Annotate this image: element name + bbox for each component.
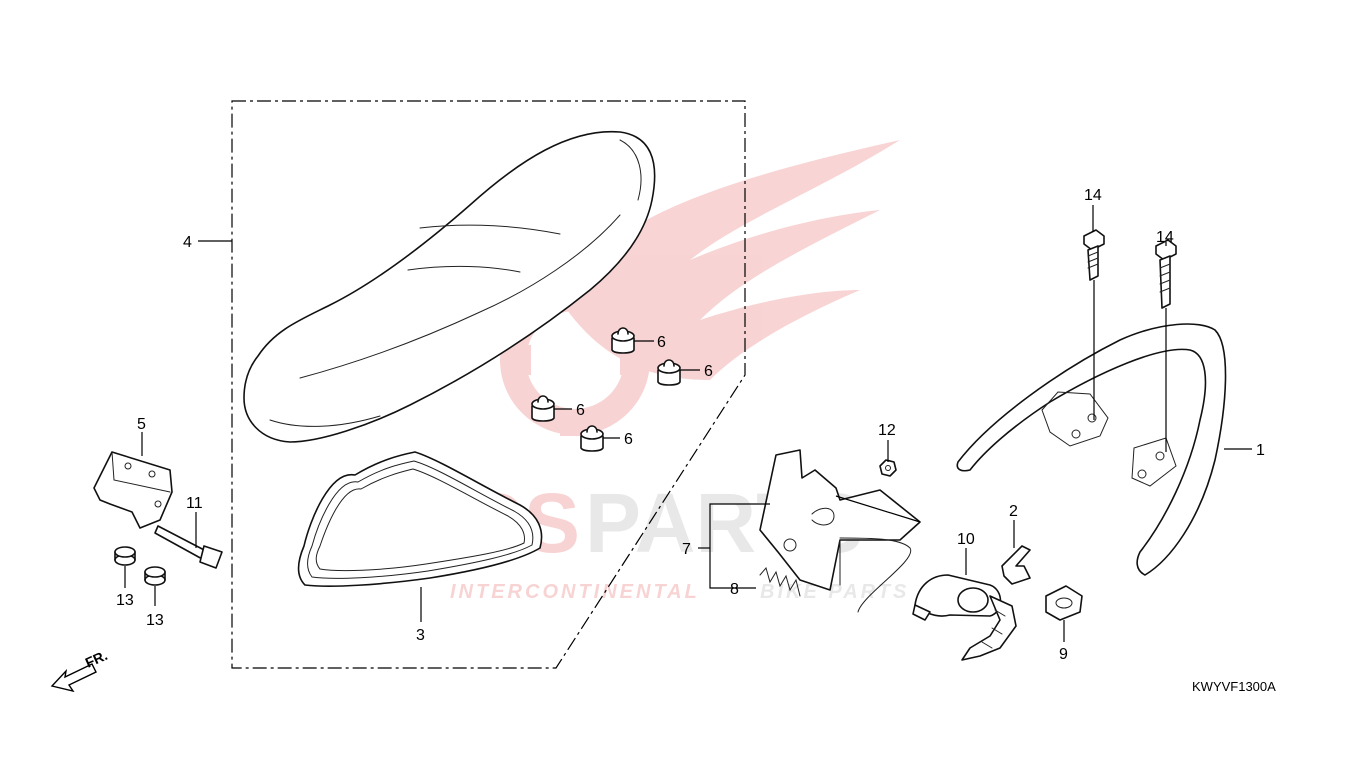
callout-9: 9: [1059, 646, 1068, 663]
seat-gasket[interactable]: [297, 451, 543, 587]
callout-11: 11: [186, 495, 203, 512]
callout-7: 7: [682, 541, 691, 558]
lock-cover[interactable]: [1045, 585, 1083, 621]
rail-bolt-2[interactable]: [1155, 239, 1177, 309]
watermark-tagline-right: BIKE PARTS: [760, 581, 909, 603]
callout-8: 8: [730, 581, 739, 598]
hinge-bolt[interactable]: [154, 525, 223, 569]
callout-4: 4: [183, 234, 192, 251]
lock-clip[interactable]: [1001, 545, 1031, 585]
callout-12: 12: [878, 422, 896, 439]
leader-lines: [124, 205, 1252, 642]
seat-damper-2[interactable]: [657, 359, 681, 386]
callout-1: 1: [1256, 442, 1265, 459]
front-direction-marker: FR.: [50, 647, 110, 693]
seat[interactable]: [243, 130, 656, 443]
callout-14a: 14: [1084, 187, 1102, 204]
rail-bolt-1[interactable]: [1083, 229, 1105, 281]
catch-nut[interactable]: [879, 459, 897, 477]
callouts: 1 2 3 4 5 6 6 6 6 7 8 9 10 11 12 13 13 1…: [116, 187, 1265, 663]
front-marker-label: FR.: [83, 647, 110, 671]
watermark-tagline-left: INTERCONTINENTAL: [450, 581, 700, 603]
callout-6b: 6: [704, 363, 713, 380]
seat-assembly-boundary: [231, 100, 746, 669]
lock-key[interactable]: [961, 595, 1017, 661]
callout-6a: 6: [657, 334, 666, 351]
callout-13a: 13: [116, 592, 134, 609]
seat-damper-3[interactable]: [531, 395, 555, 422]
seat-damper-1[interactable]: [611, 327, 635, 354]
callout-14b: 14: [1156, 229, 1174, 246]
watermark: ICS PARTS INTERCONTINENTAL BIKE PARTS: [440, 140, 909, 603]
callout-13b: 13: [146, 612, 164, 629]
nut-2[interactable]: [144, 566, 166, 586]
rear-grab-rail[interactable]: [956, 323, 1227, 576]
callout-2: 2: [1009, 503, 1018, 520]
seat-hinge[interactable]: [93, 451, 173, 529]
nut-1[interactable]: [114, 546, 136, 566]
callout-6c: 6: [576, 402, 585, 419]
seat-damper-4[interactable]: [580, 425, 604, 452]
catch-spring[interactable]: [759, 566, 801, 597]
callout-5: 5: [137, 416, 146, 433]
diagram-code: KWYVF1300A: [1192, 679, 1276, 694]
callout-3: 3: [416, 627, 425, 644]
callout-10: 10: [957, 531, 975, 548]
callout-6d: 6: [624, 431, 633, 448]
front-arrow-icon: [50, 663, 97, 693]
seat-lock-cylinder[interactable]: [912, 574, 1002, 621]
